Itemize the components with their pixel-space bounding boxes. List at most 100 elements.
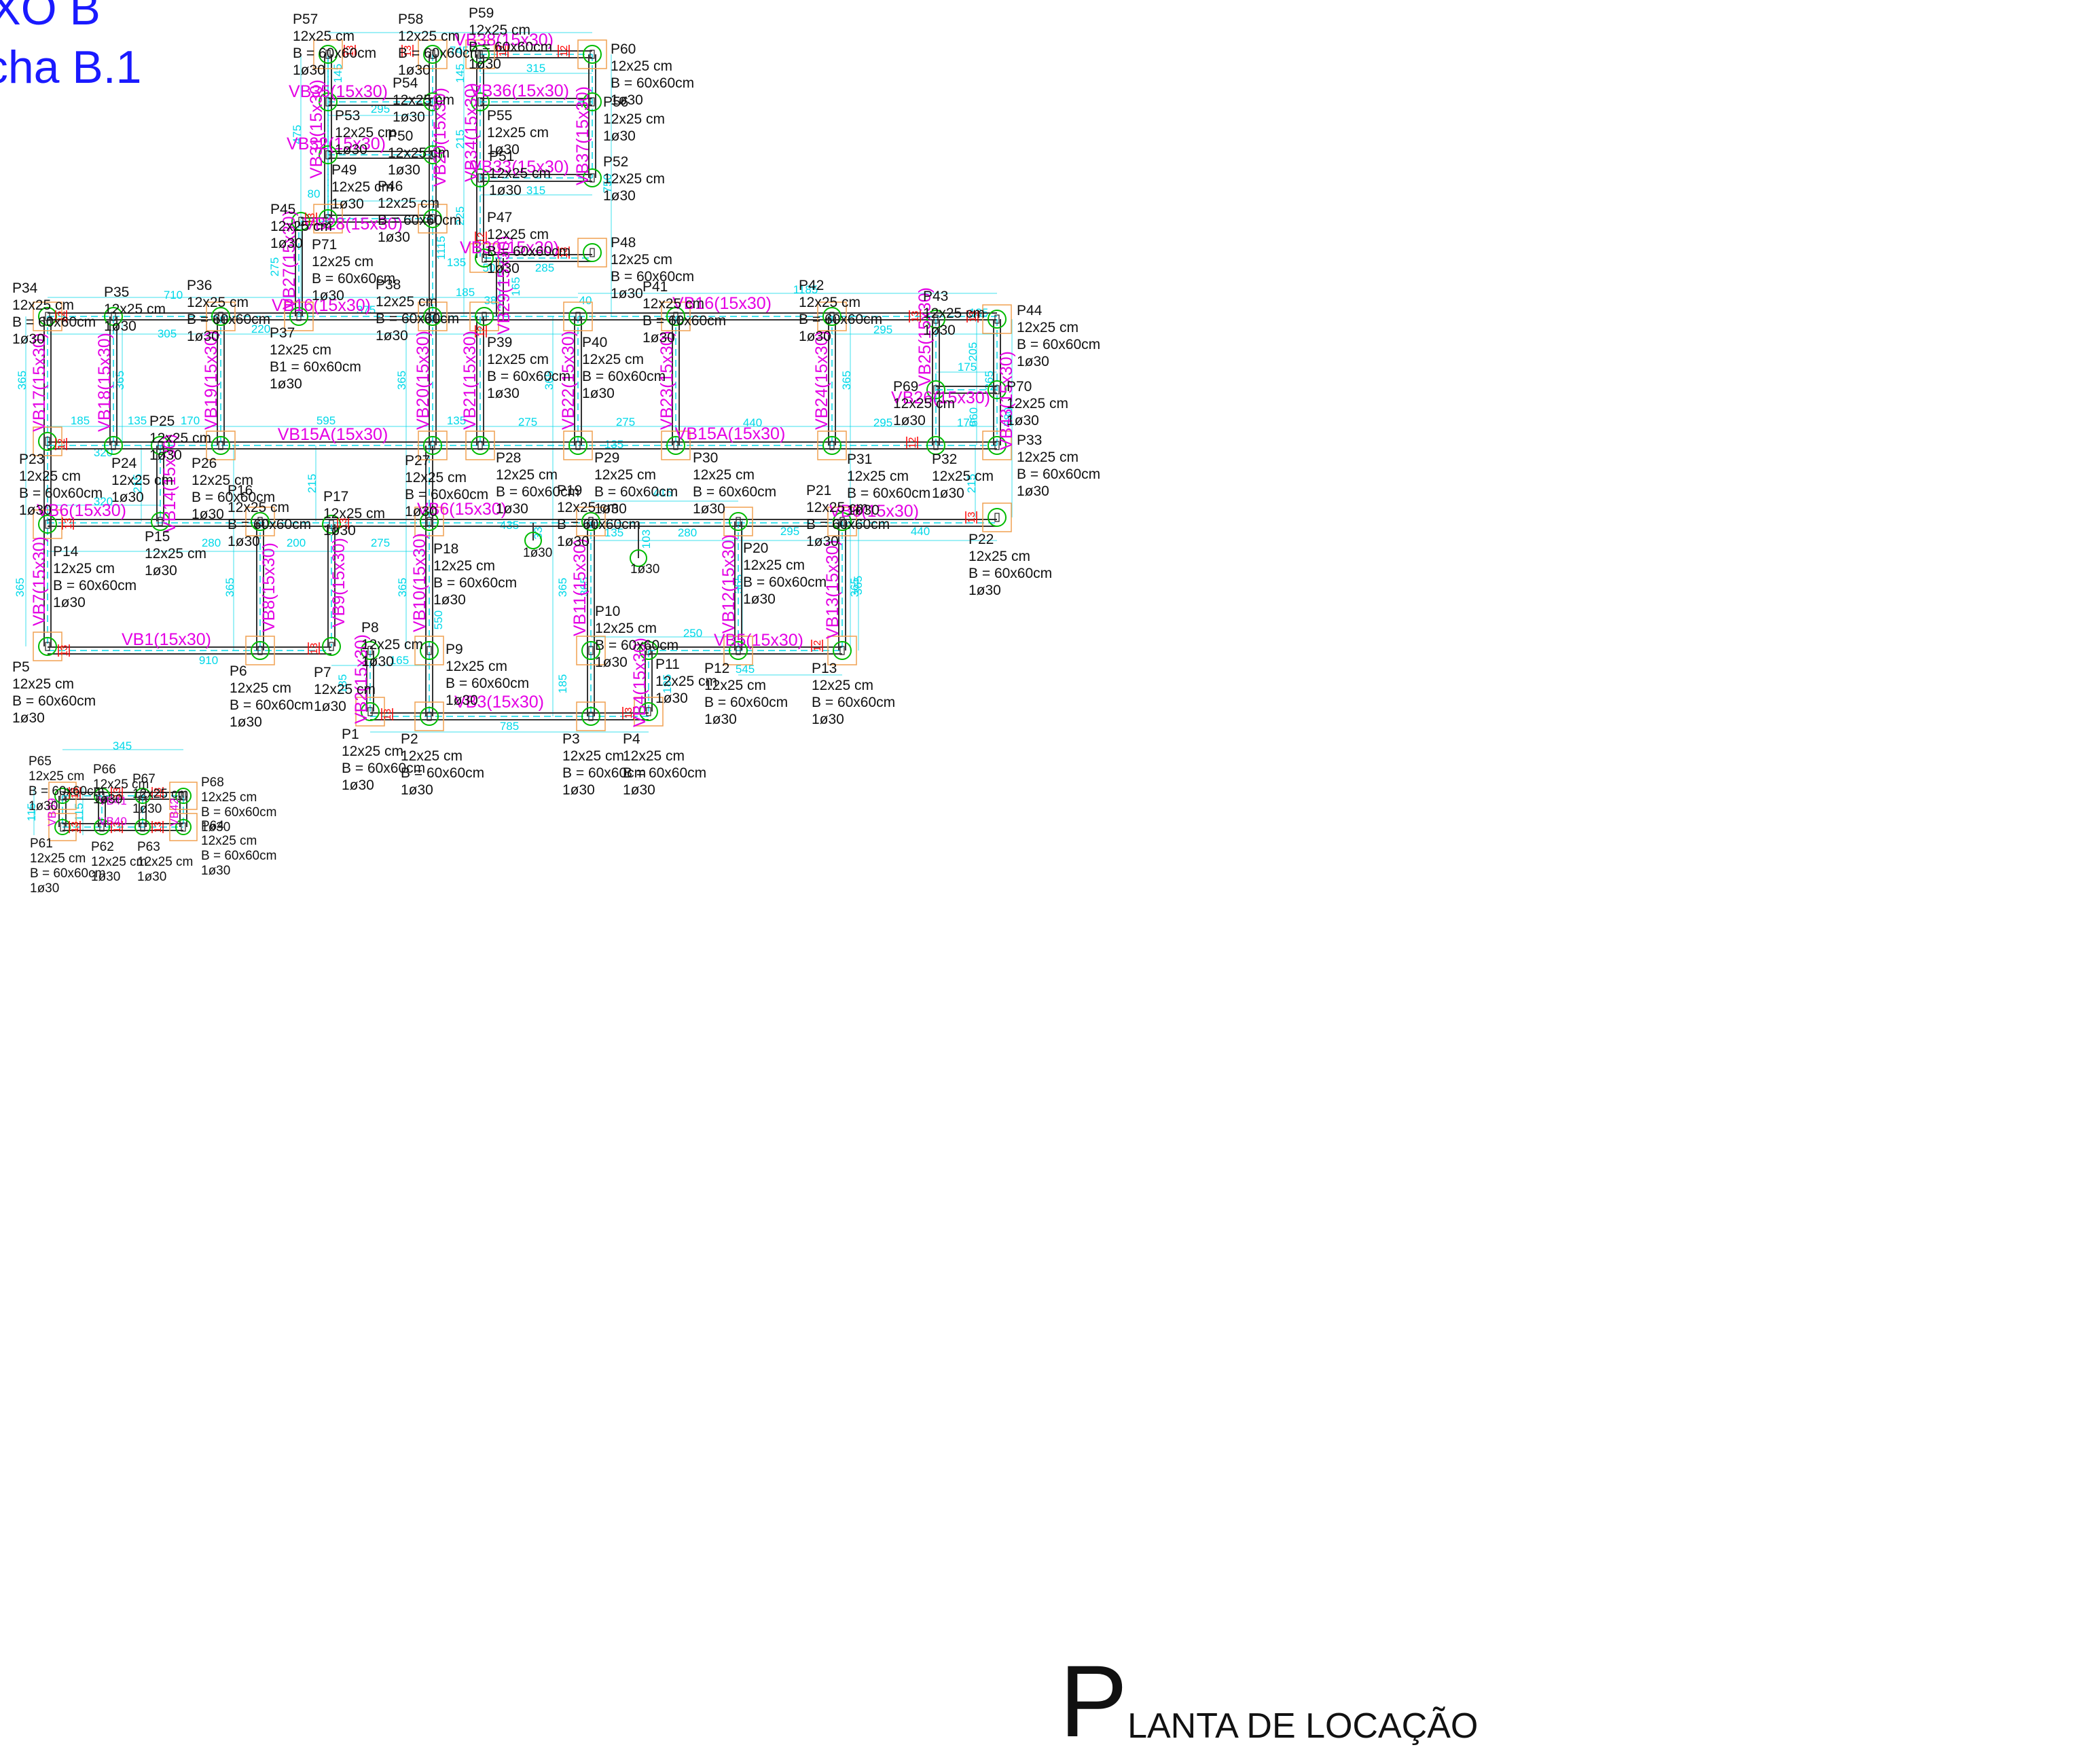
footing-p44 xyxy=(982,304,1012,334)
pillar-label-line: P43 xyxy=(923,289,948,304)
rebar-mark: 12 xyxy=(475,232,487,244)
rebar-mark: 12 xyxy=(55,310,67,323)
pillar-label-line: B = 60x60cm xyxy=(562,765,646,781)
footing-p22 xyxy=(982,502,1012,532)
pillar-label-line: 1ø30 xyxy=(393,109,425,125)
beam-label-vb2: VB2(15x30) xyxy=(352,634,371,724)
pillar-label-line: 12x25 cm xyxy=(398,29,460,44)
dimension-text-40: 135 xyxy=(447,414,466,427)
pillar-label-line: 1ø30 xyxy=(111,490,144,505)
pillar-label-line: B = 60x60cm xyxy=(30,866,105,881)
column-p66 xyxy=(99,791,105,801)
rebar-mark-text: 12 xyxy=(812,640,823,652)
pillar-label-line: 1ø30 xyxy=(487,386,520,401)
pillar-label-line: P71 xyxy=(312,237,337,253)
column-p40 xyxy=(575,312,581,321)
dimension-text-19: 710 xyxy=(164,289,183,301)
pillar-label-line: P46 xyxy=(378,179,403,194)
pillar-label-line: P52 xyxy=(603,154,628,170)
beam-label-vb36: VB36(15x30) xyxy=(470,81,569,100)
beam-label-vb5: VB5(15x30) xyxy=(714,631,803,650)
footing-p26 xyxy=(206,431,236,460)
rebar-mark: 12 xyxy=(475,325,487,337)
pillar-label-line: P7 xyxy=(314,665,331,680)
column-p25 xyxy=(158,441,163,450)
pillar-label-line: P64 xyxy=(201,819,224,833)
pile-p71 xyxy=(319,209,338,228)
pillar-label-line: P28 xyxy=(496,450,521,466)
pillar-label-line: B = 60x60cm xyxy=(398,45,482,61)
pillar-label-line: P24 xyxy=(111,456,137,471)
dimension-text-69: 550 xyxy=(432,610,445,629)
pile-p27 xyxy=(423,436,442,455)
beam-vb13 xyxy=(838,521,846,651)
footing-p68 xyxy=(169,782,198,810)
rebar-mark-text: 13 xyxy=(306,213,317,225)
pillar-label-line: B = 60x60cm xyxy=(405,487,488,502)
dimension-text-53: 415 xyxy=(653,486,672,499)
column-p4 xyxy=(646,707,651,716)
pillar-label-line: P62 xyxy=(91,840,114,854)
pillar-label-line: 1ø30 xyxy=(923,323,956,338)
beam-vb23 xyxy=(672,316,680,445)
rebar-mark-text: 13 xyxy=(69,822,81,833)
beam-vb6c xyxy=(738,519,997,527)
column-p51 xyxy=(477,173,483,183)
dimension-text-35: 365 xyxy=(852,576,865,595)
pillar-label-line: P16 xyxy=(228,483,253,498)
beam-vb39 xyxy=(58,796,67,827)
pillar-label-line: 1ø30 xyxy=(489,183,522,198)
pile-p11 xyxy=(639,641,658,660)
pile-p23 xyxy=(38,432,57,451)
dimension-text-17: 165 xyxy=(509,277,522,296)
dimension-text-3: 295 xyxy=(371,103,390,115)
pile-p55 xyxy=(471,92,490,111)
footing-p18 xyxy=(414,507,444,536)
pillar-label-line: B = 60x60cm xyxy=(228,517,311,532)
pile-p67 xyxy=(134,788,151,804)
column-p45 xyxy=(298,217,304,226)
pile-p63 xyxy=(134,819,151,835)
footing-p59 xyxy=(465,39,495,69)
pile-p48 xyxy=(583,243,602,262)
pillar-label-line: P11 xyxy=(655,657,680,672)
pillar-label-line: 12x25 cm xyxy=(104,301,166,317)
pillar-label-line: B = 60x60cm xyxy=(806,517,890,532)
rebar-mark: 13 xyxy=(344,45,356,57)
column-p15 xyxy=(158,517,163,526)
pillar-label-line: 1ø30 xyxy=(228,534,260,549)
pillar-label-line: 12x25 cm xyxy=(847,469,909,484)
rebar-mark: 13 xyxy=(909,310,921,323)
dimension-text-16: 285 xyxy=(535,261,554,274)
beam-label-vb27: VB27(15x30) xyxy=(280,210,299,310)
pillar-label-line: P30 xyxy=(693,450,718,466)
pillar-label-line: P39 xyxy=(487,335,512,350)
beam-label-vb26: VB26(15x30) xyxy=(891,388,990,407)
pillar-label-line: 12x25 cm xyxy=(611,252,672,268)
rebar-mark: 13 xyxy=(62,517,74,530)
beam-label-vb18: VB18(15x30) xyxy=(95,333,114,432)
footing-p3 xyxy=(576,701,606,731)
pillar-label-line: 12x25 cm xyxy=(12,297,74,313)
column-p56 xyxy=(590,97,595,107)
column-p49 xyxy=(325,150,331,160)
pillar-label-line: B = 60x60cm xyxy=(433,575,517,591)
pillar-label-line: 1ø30 xyxy=(401,782,433,798)
pillar-label-line: 1ø30 xyxy=(270,236,303,251)
pile-p68 xyxy=(175,788,192,804)
column-p29 xyxy=(575,441,581,450)
column-p41 xyxy=(673,312,678,321)
dimension-text-42: 275 xyxy=(616,416,635,428)
column-p24 xyxy=(111,441,116,450)
